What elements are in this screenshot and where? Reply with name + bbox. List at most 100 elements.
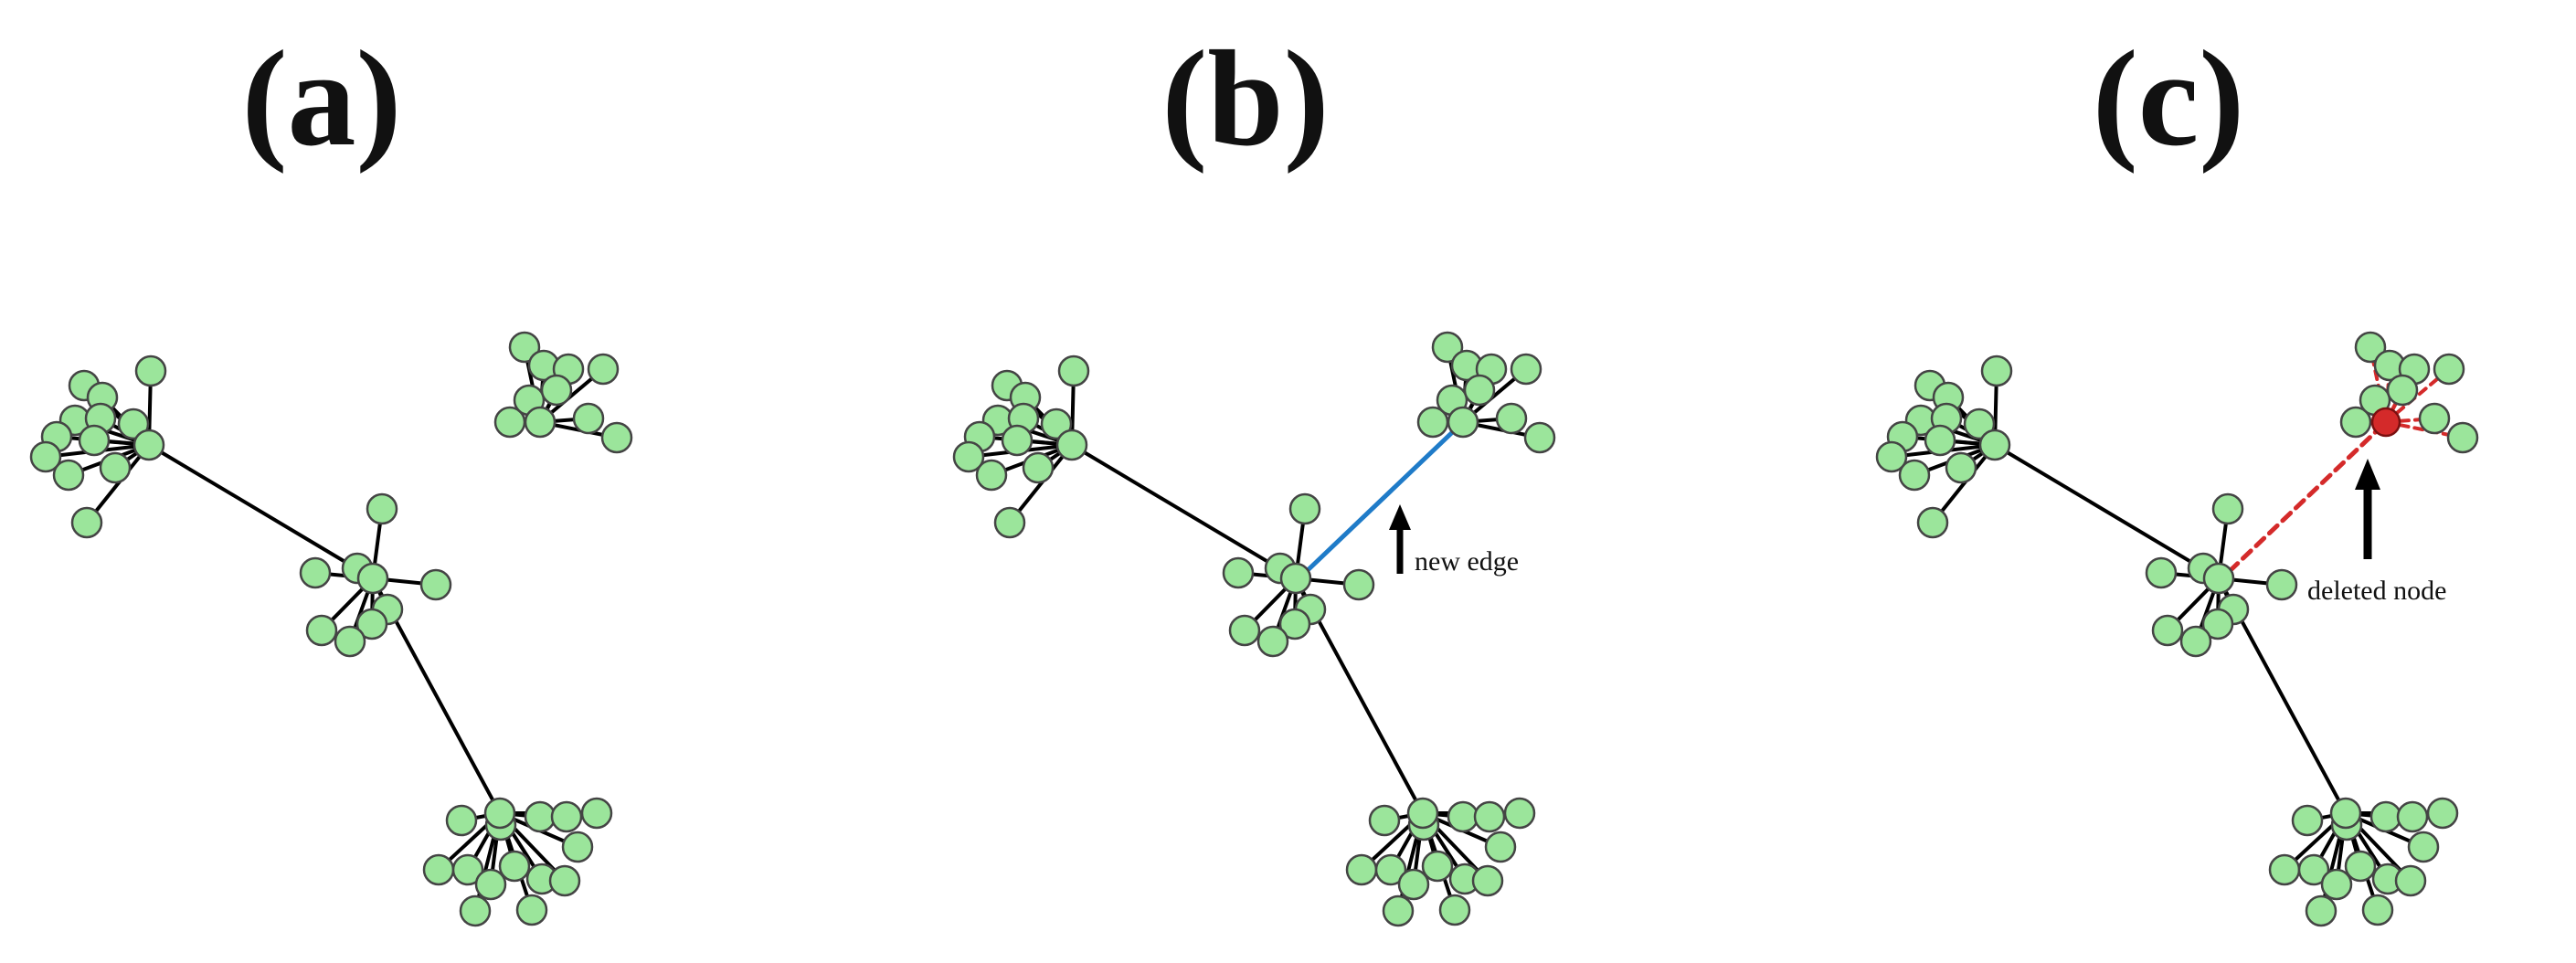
new-edge [1302, 419, 1466, 576]
hub-node [2202, 562, 2235, 595]
deleted-edge [2227, 419, 2389, 574]
leaf-node [1523, 421, 1556, 454]
leaf-node [1001, 424, 1034, 457]
leaf-node [366, 492, 398, 525]
leaf-node [550, 800, 583, 833]
bridge-edge [1070, 443, 1298, 580]
leaf-node [540, 374, 573, 407]
leaf-node [334, 625, 366, 658]
leaf-node [2305, 894, 2337, 927]
leaf-node [498, 850, 531, 883]
leaf-node [508, 331, 541, 364]
leaf-node [2320, 868, 2353, 901]
hub-node [356, 562, 389, 595]
up-arrow-icon [2355, 459, 2380, 559]
leaf-node [2291, 804, 2324, 837]
leaf-node [587, 353, 620, 386]
leaf-node [1916, 506, 1949, 539]
leaf-node [2386, 374, 2419, 407]
leaf-node [1503, 797, 1536, 830]
leaf-node [1431, 331, 1464, 364]
leaf-node [1342, 568, 1375, 601]
leaf-node [548, 864, 581, 897]
deleted-node [2370, 407, 2401, 438]
leaf-node [1898, 459, 1931, 492]
hub-node [2329, 797, 2362, 830]
cluster-edge [1008, 443, 1074, 524]
cluster-edge [1931, 443, 1997, 524]
leaf-node [1228, 614, 1261, 647]
hub-node [133, 429, 165, 461]
hub-node [1406, 797, 1439, 830]
new-edge-annotation: new edge [1389, 504, 1519, 577]
leaf-node [1438, 894, 1471, 926]
leaf-node [1924, 424, 1956, 457]
leaf-node [1875, 440, 1908, 473]
leaf-node [2426, 797, 2459, 830]
leaf-node [975, 459, 1008, 492]
leaf-node [1022, 451, 1055, 484]
panel-c-graph [1875, 331, 2479, 927]
panel-label-a: (a) [242, 23, 402, 175]
leaf-node [561, 831, 594, 863]
leaf-node [1397, 868, 1430, 901]
leaf-node [1471, 864, 1504, 897]
leaf-node [78, 424, 111, 457]
leaf-node [1980, 355, 2013, 387]
leaf-node [1510, 353, 1542, 386]
panel-label-c: (c) [2093, 23, 2244, 175]
leaf-node [600, 421, 633, 454]
leaf-node [99, 451, 132, 484]
leaf-node [451, 853, 484, 886]
leaf-node [515, 894, 548, 926]
leaf-node [1345, 853, 1378, 886]
leaf-node [2344, 850, 2377, 883]
leaf-node [2354, 331, 2387, 364]
hub-node [1447, 406, 1479, 439]
leaf-node [2179, 625, 2212, 658]
leaf-node [2394, 864, 2427, 897]
leaf-node [305, 614, 338, 647]
leaf-node [1495, 402, 1528, 435]
leaf-node [2211, 492, 2244, 525]
leaf-node [422, 853, 455, 886]
leaf-node [1040, 407, 1073, 440]
panel-a-graph [29, 331, 633, 927]
leaf-node [1421, 850, 1454, 883]
leaf-node [2265, 568, 2298, 601]
hub-node [1055, 429, 1088, 461]
leaf-node [524, 800, 557, 833]
leaf-node [1374, 853, 1407, 886]
leaf-node [2339, 406, 2372, 439]
leaf-node [2446, 421, 2479, 454]
leaf-node [459, 894, 492, 927]
leaf-node [952, 440, 985, 473]
leaf-node [2433, 353, 2465, 386]
leaf-node [2361, 894, 2394, 926]
cluster-edge [85, 443, 151, 524]
leaf-node [572, 402, 605, 435]
leaf-node [2418, 402, 2451, 435]
leaf-node [29, 440, 62, 473]
leaf-node [580, 797, 613, 830]
leaf-node [993, 506, 1026, 539]
leaf-node [1278, 608, 1311, 640]
hub-node [524, 406, 557, 439]
leaf-node [1463, 374, 1496, 407]
leaf-node [1256, 625, 1289, 658]
leaf-node [474, 868, 507, 901]
hub-node [483, 797, 516, 830]
leaf-node [2396, 800, 2429, 833]
leaf-node [2369, 800, 2402, 833]
leaf-node [117, 407, 150, 440]
leaf-node [2268, 853, 2301, 886]
leaf-node [52, 459, 85, 492]
leaf-node [2201, 608, 2234, 640]
leaf-node [445, 804, 478, 837]
bridge-edge [147, 443, 375, 580]
hub-node [1978, 429, 2011, 461]
new-edge-label: new edge [1415, 546, 1519, 577]
leaf-node [2407, 831, 2440, 863]
panel-b-graph [952, 331, 1556, 927]
